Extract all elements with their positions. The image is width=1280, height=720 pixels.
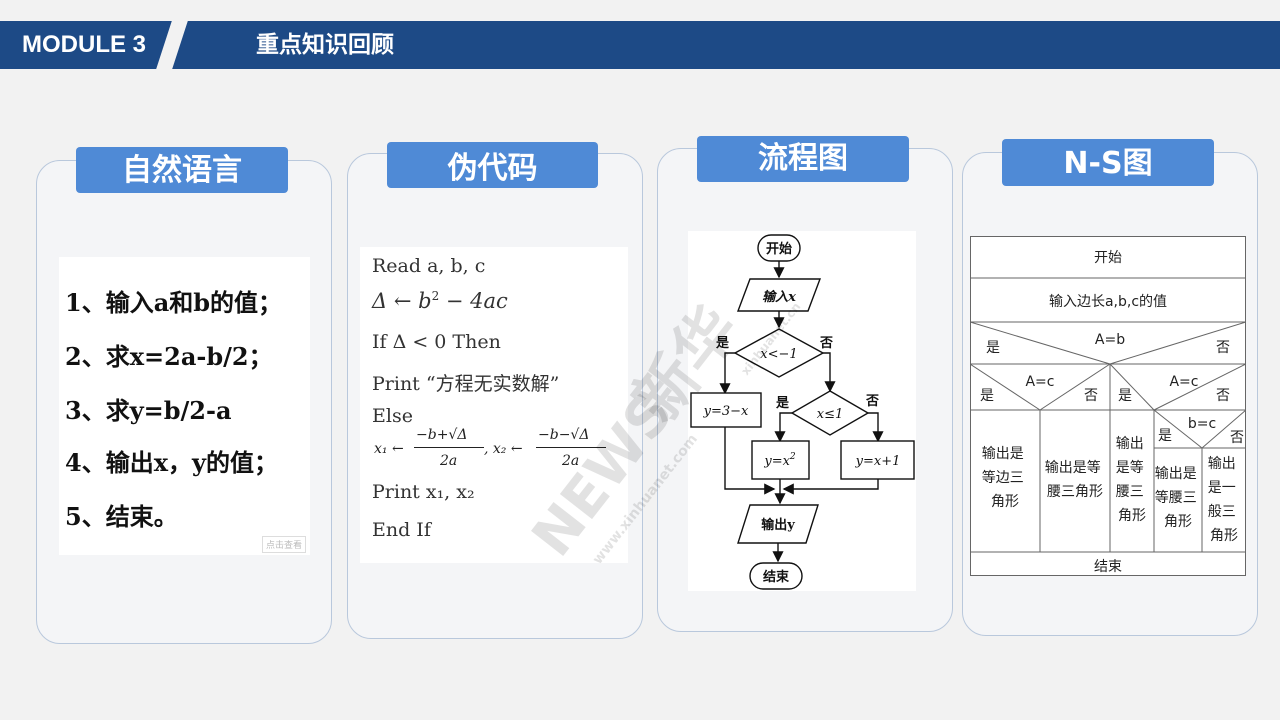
delta-assign: Δ ← b — [372, 289, 432, 313]
ns-input-label: 输入边长a,b,c的值 — [1049, 294, 1167, 310]
input-label: 输入x — [762, 289, 796, 305]
ns-no-four: 否 — [1230, 430, 1244, 446]
x2-numerator: −b−√Δ — [538, 427, 590, 443]
output-shape — [737, 504, 819, 544]
delta-exponent: 2 — [431, 289, 440, 303]
ns-output-two: 输出是等 腰三角形 — [1045, 459, 1105, 500]
end-terminal — [749, 562, 803, 590]
decision-two-label: x≤1 — [817, 407, 844, 422]
output-label: 输出y — [761, 517, 795, 533]
read-line: Read a, b, c — [372, 255, 486, 277]
x2-denominator: 2a — [562, 453, 580, 469]
step-line: 3、求y=b/2-a — [65, 396, 232, 425]
step-line: 1、输入a和b的值； — [65, 288, 283, 317]
ns-output-two-line: 腰三角形 — [1047, 484, 1103, 500]
ns-output-three-line: 腰三 — [1116, 484, 1144, 500]
ns-no-three: 否 — [1216, 388, 1230, 404]
flowchart-diagram: 开始 输入x x<−1 是 否 y=3−x x≤1 是 否 y=x2 y=x+1… — [690, 234, 915, 590]
process-one-label: y=3−x — [703, 404, 749, 419]
ns-no-two: 否 — [1084, 388, 1098, 404]
process-box-one — [690, 392, 762, 428]
yes-label-two: 是 — [775, 396, 790, 411]
x1-fraction-bar — [414, 447, 484, 448]
yes-label: 是 — [715, 336, 730, 351]
step-line: 4、输出x，y的值； — [65, 448, 278, 477]
ns-diagram-tag: N-S图 — [1002, 139, 1214, 186]
ns-condition-four: b=c — [1188, 416, 1216, 432]
ns-yes-four: 是 — [1158, 428, 1172, 444]
ns-output-four: 输出是 等腰三 角形 — [1155, 466, 1201, 530]
ns-condition-one: A=b — [1095, 332, 1125, 348]
ns-output-three: 输出 是等 腰三 角形 — [1116, 436, 1148, 524]
ns-output-four-line: 等腰三 — [1155, 489, 1197, 506]
process-box-three — [840, 440, 915, 480]
print-line: Print “方程无实数解” — [372, 373, 560, 395]
ns-condition-three: A=c — [1169, 374, 1198, 390]
ns-output-one-line: 输出是 — [982, 446, 1024, 462]
ns-condition-two: A=c — [1025, 374, 1054, 390]
stamp-label: 点击查看 — [261, 536, 306, 553]
ns-yes-three: 是 — [1118, 388, 1132, 404]
page-title: 重点知识回顾 — [256, 32, 394, 58]
decision-two — [790, 390, 870, 436]
ns-output-five-line: 是一 — [1208, 480, 1236, 496]
ns-output-five-line: 输出 — [1208, 456, 1236, 472]
decision-one — [733, 328, 825, 378]
ns-output-two-line: 输出是等 — [1045, 459, 1101, 476]
ns-diagram: 开始 输入边长a,b,c的值 A=b 是 否 A=c 是 否 A=c 是 否 b… — [969, 236, 1247, 576]
flowchart-tag: 流程图 — [697, 136, 909, 182]
x2-fraction-bar — [536, 447, 606, 448]
pseudocode-panel: Read a, b, c Δ ← b2 − 4ac If Δ < 0 Then … — [360, 247, 628, 563]
end-label: 结束 — [763, 569, 790, 585]
start-label: 开始 — [766, 241, 792, 257]
ns-output-four-line: 输出是 — [1155, 466, 1197, 482]
ns-output-three-line: 是等 — [1116, 459, 1144, 476]
no-label: 否 — [819, 336, 833, 351]
x1-numerator: −b+√Δ — [416, 427, 468, 443]
delta-line: Δ ← b2 − 4ac — [372, 289, 508, 313]
x1-denominator: 2a — [440, 453, 458, 469]
process-two-exponent: 2 — [789, 452, 796, 462]
flowchart-panel: 开始 输入x x<−1 是 否 y=3−x x≤1 是 否 y=x2 y=x+1… — [688, 231, 916, 591]
ns-yes-one: 是 — [986, 340, 1000, 356]
step-line: 5、结束。 — [65, 502, 178, 531]
x2-label: , x₂ ← — [484, 441, 523, 457]
process-two-label: y=x2 — [763, 452, 796, 469]
ns-start-label: 开始 — [1094, 250, 1122, 266]
natural-language-tag: 自然语言 — [76, 147, 288, 193]
step-line: 2、求x=2a-b/2； — [65, 342, 273, 371]
header-bar — [0, 21, 1280, 69]
decision-one-label: x<−1 — [760, 347, 797, 362]
ns-output-one-line: 等边三 — [982, 469, 1024, 486]
else-line: Else — [372, 405, 413, 427]
ns-output-one: 输出是 等边三 角形 — [982, 446, 1028, 510]
ns-output-four-line: 角形 — [1164, 514, 1192, 530]
ns-no-one: 否 — [1216, 340, 1230, 356]
pseudocode-tag: 伪代码 — [387, 142, 598, 188]
ns-output-three-line: 角形 — [1118, 508, 1146, 524]
if-line: If Δ < 0 Then — [372, 331, 501, 353]
ns-end-label: 结束 — [1094, 559, 1122, 575]
ns-output-five-line: 般三 — [1208, 504, 1236, 520]
process-three-label: y=x+1 — [855, 454, 901, 469]
endif-line: End If — [372, 519, 431, 541]
ns-output-five: 输出 是一 般三 角形 — [1208, 456, 1240, 544]
input-shape — [736, 278, 822, 312]
ns-yes-two: 是 — [980, 388, 994, 404]
ns-output-one-line: 角形 — [991, 494, 1019, 510]
ns-output-five-line: 角形 — [1210, 528, 1238, 544]
delta-rest: − 4ac — [439, 289, 508, 313]
process-two-text: y=x — [763, 454, 790, 469]
ns-output-three-line: 输出 — [1116, 436, 1144, 452]
ns-diagram-panel: 开始 输入边长a,b,c的值 A=b 是 否 A=c 是 否 A=c 是 否 b… — [969, 236, 1247, 576]
natural-language-panel: 1、输入a和b的值； 2、求x=2a-b/2； 3、求y=b/2-a 4、输出x… — [59, 257, 310, 555]
print-roots-line: Print x₁, x₂ — [372, 481, 475, 503]
x1-label: x₁ ← — [374, 441, 404, 457]
module-label: MODULE 3 — [22, 31, 147, 58]
no-label-two: 否 — [865, 394, 879, 409]
